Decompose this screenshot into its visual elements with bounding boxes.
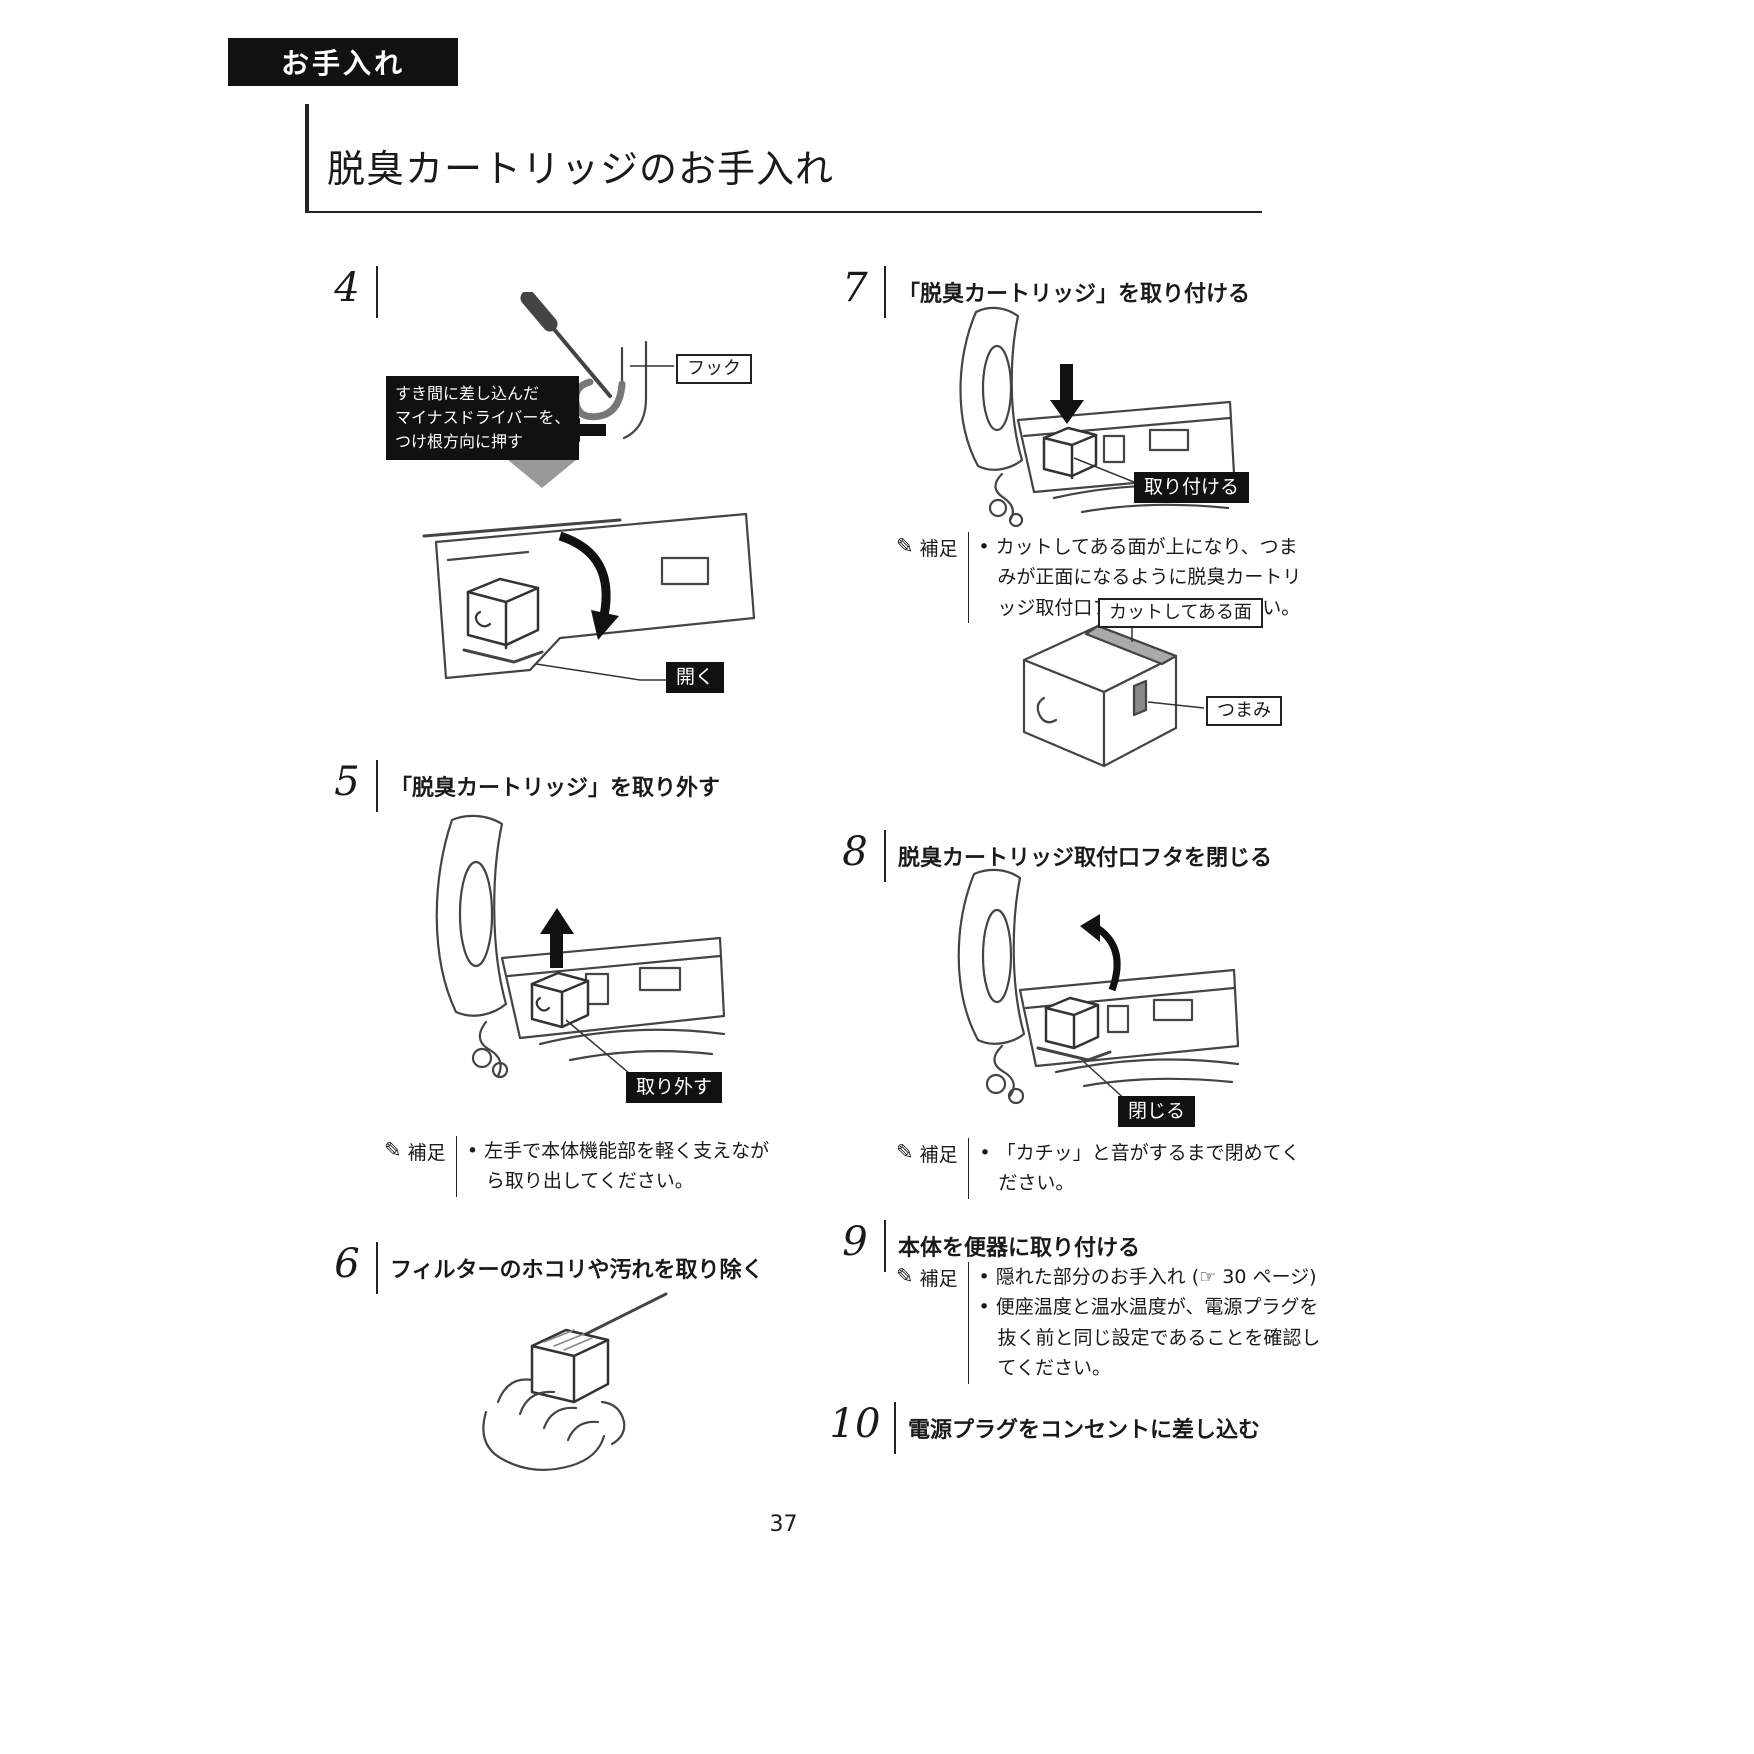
pencil-icon: ✎ [896, 1140, 914, 1164]
section-tag: お手入れ [228, 38, 458, 86]
driver-instruction-callout: すき間に差し込んだ マイナスドライバーを、 つけ根方向に押す [386, 376, 580, 460]
step-rule [884, 830, 886, 882]
note-head: ✎ 補足 [384, 1136, 446, 1197]
note-bullets: 「カチッ」と音がするまで閉めてください。 [979, 1138, 1316, 1199]
title-block: 脱臭カートリッジのお手入れ [305, 104, 1262, 213]
note-divider [455, 1136, 457, 1197]
clean-filter-drawing [482, 1292, 668, 1471]
pencil-icon: ✎ [896, 534, 914, 558]
step-rule [376, 760, 378, 812]
note-head: ✎ 補足 [896, 1262, 958, 1384]
step-9-note: ✎ 補足 隠れた部分のお手入れ (☞ 30 ページ) 便座温度と温水温度が、電源… [896, 1262, 1326, 1384]
note-divider [967, 1138, 970, 1199]
hook-callout: フック [676, 354, 752, 385]
pencil-icon: ✎ [896, 1264, 914, 1288]
step-9-number: 9 [842, 1219, 868, 1265]
close-callout: 閉じる [1118, 1096, 1196, 1127]
step-8-number: 8 [842, 829, 868, 875]
note-label: 補足 [407, 1142, 446, 1164]
step-10-header: 10 電源プラグをコンセントに差し込む [828, 1402, 1260, 1454]
note-label: 補足 [919, 1144, 958, 1166]
instruction-line: つけ根方向に押す [395, 432, 524, 451]
next-step-arrow-icon [508, 460, 576, 488]
step-7-number: 7 [842, 265, 868, 311]
knob-callout: つまみ [1206, 696, 1282, 727]
note-head: ✎ 補足 [896, 532, 958, 623]
page-title: 脱臭カートリッジのお手入れ [327, 147, 835, 191]
step-5-number: 5 [334, 759, 360, 805]
step-4-header: 4 [330, 266, 378, 318]
step-5-note: ✎ 補足 左手で本体機能部を軽く支えながら取り出してください。 [384, 1136, 784, 1197]
step-rule [376, 266, 378, 318]
pencil-icon: ✎ [384, 1138, 402, 1162]
push-down-arrow-icon [1050, 400, 1084, 424]
step-6-title: フィルターのホコリや汚れを取り除く [390, 1258, 764, 1283]
step-8-illustration-close-lid: 閉じる [898, 862, 1246, 1127]
note-bullet: 左手で本体機能部を軽く支えながら取り出してください。 [467, 1136, 784, 1197]
remove-cartridge-drawing [435, 814, 726, 1085]
rotate-open-arrow-icon [591, 610, 619, 640]
step-5-illustration-remove: 取り外す [388, 806, 730, 1108]
page-number: 37 [769, 1512, 798, 1537]
remove-callout: 取り外す [626, 1072, 723, 1103]
open-callout: 開く [666, 662, 725, 693]
step-5-title: 「脱臭カートリッジ」を取り外す [390, 776, 721, 801]
open-lid-drawing [422, 512, 756, 681]
instruction-line: マイナスドライバーを、 [395, 408, 571, 427]
note-label: 補足 [919, 538, 958, 560]
step-6-illustration-clean-filter [468, 1282, 692, 1474]
step-4-illustration-screwdriver: すき間に差し込んだ マイナスドライバーを、 つけ根方向に押す フック [378, 292, 780, 497]
step-rule [376, 1242, 378, 1294]
step-rule [884, 1220, 886, 1272]
cartridge-cube-drawing [1022, 612, 1205, 768]
step-7-illustration-cartridge-cube: カットしてある面 つまみ [986, 598, 1282, 780]
close-lid-drawing [957, 868, 1240, 1105]
step-4-number: 4 [334, 265, 360, 311]
step-6-header: 6 フィルターのホコリや汚れを取り除く [330, 1242, 764, 1294]
note-divider [967, 1262, 969, 1384]
step-10-title: 電源プラグをコンセントに差し込む [908, 1418, 1261, 1443]
note-bullets: 左手で本体機能部を軽く支えながら取り出してください。 [467, 1136, 784, 1197]
note-bullets: 隠れた部分のお手入れ (☞ 30 ページ) 便座温度と温水温度が、電源プラグを抜… [979, 1262, 1326, 1384]
pull-up-arrow-icon [540, 908, 574, 934]
note-label: 補足 [919, 1268, 958, 1290]
step-8-title: 脱臭カートリッジ取付口フタを閉じる [898, 846, 1273, 871]
rotate-close-arrow-icon [1080, 914, 1100, 942]
step-8-note: ✎ 補足 「カチッ」と音がするまで閉めてください。 [896, 1138, 1316, 1199]
step-rule [884, 266, 886, 318]
step-7-header: 7 「脱臭カートリッジ」を取り付ける [838, 266, 1250, 318]
attach-cartridge-drawing [959, 306, 1236, 528]
step-10-number: 10 [829, 1401, 881, 1447]
step-5-header: 5 「脱臭カートリッジ」を取り外す [330, 760, 720, 812]
attach-callout: 取り付ける [1134, 472, 1250, 503]
note-divider [967, 532, 969, 624]
cut-face-callout: カットしてある面 [1098, 598, 1263, 629]
step-7-illustration-attach: 取り付ける [898, 302, 1250, 540]
step-8-header: 8 脱臭カートリッジ取付口フタを閉じる [838, 830, 1272, 882]
note-bullet: 隠れた部分のお手入れ (☞ 30 ページ) [979, 1262, 1326, 1292]
step-7-title: 「脱臭カートリッジ」を取り付ける [898, 282, 1251, 307]
instruction-line: すき間に差し込んだ [395, 384, 540, 403]
note-bullet: 便座温度と温水温度が、電源プラグを抜く前と同じ設定であることを確認してください。 [979, 1292, 1326, 1383]
step-6-number: 6 [334, 1241, 360, 1287]
note-bullet: 「カチッ」と音がするまで閉めてください。 [979, 1138, 1316, 1199]
step-9-header: 9 本体を便器に取り付ける [838, 1220, 1140, 1272]
step-9-title: 本体を便器に取り付ける [898, 1236, 1141, 1261]
step-4-illustration-open-lid: 開く [408, 500, 780, 750]
note-head: ✎ 補足 [896, 1138, 958, 1199]
step-rule [894, 1402, 896, 1454]
